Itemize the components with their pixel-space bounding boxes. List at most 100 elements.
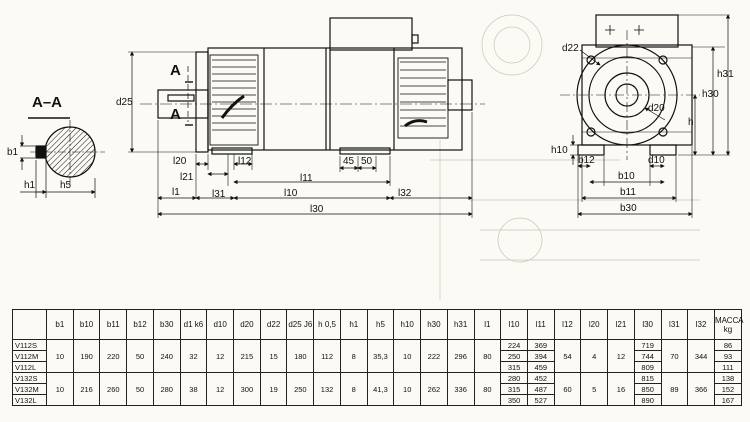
table-cell: 216 (72, 372, 101, 406)
dim-b12: b12 (578, 155, 595, 166)
table-cell: 86 (713, 339, 743, 351)
table-cell: 80 (473, 339, 502, 373)
table-header: d1 k6 (179, 309, 208, 340)
section-mark-top: A (170, 62, 181, 79)
dim-l10: l10 (284, 188, 298, 199)
table-header: МАССА kg (713, 309, 744, 340)
dim-d25: d25 (116, 97, 133, 108)
dim-l31: l31 (212, 189, 226, 200)
table-cell: 296 (446, 339, 475, 373)
table-cell: 215 (233, 339, 261, 373)
table-header: h 0,5 (313, 309, 341, 340)
table-cell: 719 (633, 339, 662, 351)
table-cell: 220 (99, 339, 128, 373)
table-cell: 527 (526, 394, 555, 406)
dim-h5: h5 (60, 180, 72, 191)
table-header: h1 (339, 309, 368, 340)
table-cell: 50 (126, 372, 154, 406)
table-header: d20 (233, 309, 261, 340)
table-cell: 350 (500, 394, 528, 406)
motor-drawing (19, 14, 731, 300)
table-cell: 12 (206, 372, 235, 406)
table-cell: 93 (713, 350, 743, 362)
table-cell: 35,3 (366, 339, 395, 373)
table-cell: 459 (526, 361, 555, 373)
table-header: h31 (446, 309, 475, 340)
shaft-section-view (19, 117, 105, 198)
table-cell: 60 (553, 372, 582, 406)
table-cell: 262 (420, 372, 448, 406)
table-cell: 300 (233, 372, 261, 406)
table-header: l30 (633, 309, 662, 340)
dim-h10: h10 (551, 145, 568, 156)
table-cell: 112 (313, 339, 341, 373)
table-cell: 70 (660, 339, 689, 373)
table-cell: 336 (446, 372, 475, 406)
table-cell: 132 (313, 372, 341, 406)
table-header: l21 (607, 309, 635, 340)
dim-b30: b30 (620, 203, 637, 214)
dim-h30: h30 (702, 89, 719, 100)
dim-l20: l20 (173, 156, 187, 167)
table-cell: V132M (12, 383, 47, 395)
table-header: d22 (259, 309, 288, 340)
table-header: l1 (473, 309, 502, 340)
dim-d10: d10 (648, 155, 665, 166)
table-cell: 111 (713, 361, 743, 373)
table-cell: 260 (99, 372, 128, 406)
table-cell: 41,3 (366, 372, 395, 406)
table-cell: 50 (126, 339, 154, 373)
dim-45: 45 (343, 156, 355, 167)
table-cell: 890 (633, 394, 662, 406)
table-cell: 32 (179, 339, 208, 373)
table-cell: 250 (500, 350, 528, 362)
section-title: A–A (32, 94, 63, 111)
table-cell: V132S (12, 372, 47, 384)
table-cell: 16 (607, 372, 635, 406)
table-cell: 152 (713, 383, 743, 395)
section-mark-bottom: A (170, 106, 181, 123)
dim-d20: d20 (648, 103, 665, 114)
table-cell: 8 (339, 372, 368, 406)
table-cell: 280 (152, 372, 181, 406)
table-cell: 344 (687, 339, 715, 373)
table-cell: 10 (393, 372, 422, 406)
table-cell: 89 (660, 372, 689, 406)
table-cell: V112L (12, 361, 47, 373)
table-cell: 15 (259, 339, 288, 373)
table-header: b11 (99, 309, 128, 340)
table-cell: 19 (259, 372, 288, 406)
table-cell: 240 (152, 339, 181, 373)
table-cell: 452 (526, 372, 555, 384)
dim-b11: b11 (620, 187, 636, 198)
table-header: b10 (72, 309, 101, 340)
table-cell: 850 (633, 383, 662, 395)
table-cell: 54 (553, 339, 582, 373)
table-header: h10 (393, 309, 422, 340)
table-header: l11 (526, 309, 555, 340)
dim-h31: h31 (717, 69, 734, 80)
table-cell: 180 (286, 339, 315, 373)
table-header: b1 (46, 309, 74, 340)
table-cell: 190 (72, 339, 101, 373)
dim-b10: b10 (618, 171, 635, 182)
table-cell: 366 (687, 372, 715, 406)
motor-front-view (128, 17, 485, 218)
table-cell: 167 (713, 394, 743, 406)
table-header: b30 (152, 309, 181, 340)
table-cell: 315 (500, 361, 528, 373)
table-cell: 394 (526, 350, 555, 362)
table-cell: 8 (339, 339, 368, 373)
dim-l1: l1 (172, 187, 180, 198)
dim-50: 50 (361, 156, 373, 167)
table-cell: 138 (713, 372, 743, 384)
table-cell: 224 (500, 339, 528, 351)
table-cell: 38 (179, 372, 208, 406)
table-cell: V112M (12, 350, 47, 362)
